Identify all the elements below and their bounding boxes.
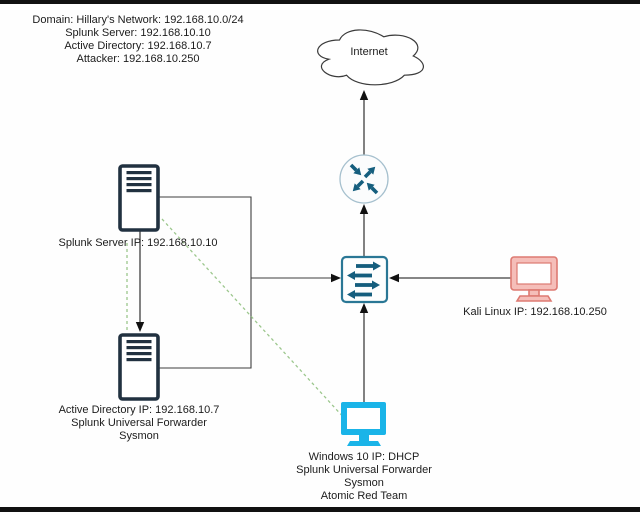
- top-border-bar: [0, 0, 640, 4]
- domain-info-line: Attacker: 192.168.10.250: [76, 53, 200, 65]
- windows-monitor-icon: [341, 402, 386, 446]
- link-elbow-servers-to-switch: [158, 196, 341, 369]
- ad-server-label: Active Directory IP: 192.168.10.7 Splunk…: [58, 404, 220, 442]
- switch-icon: [340, 255, 389, 304]
- internet-cloud-icon: [317, 29, 424, 86]
- kali-label: Kali Linux IP: 192.168.10.250: [463, 306, 607, 318]
- domain-info-line: Active Directory: 192.168.10.7: [64, 40, 212, 52]
- bottom-border-bar: [0, 507, 640, 512]
- link-splunk-to-ad: [135, 231, 145, 332]
- splunk-server-label: Splunk Server IP: 192.168.10.10: [58, 237, 218, 249]
- domain-info-line: Domain: Hillary's Network: 192.168.10.0/…: [32, 14, 244, 26]
- windows-label: Windows 10 IP: DHCP Splunk Universal For…: [296, 451, 432, 502]
- link-switch-to-router: [359, 204, 369, 256]
- link-kali-to-switch: [389, 273, 511, 283]
- ad-server-icon: [118, 333, 160, 401]
- internet-label: Internet: [350, 46, 388, 58]
- link-router-to-internet: [359, 90, 369, 155]
- domain-info-line: Splunk Server: 192.168.10.10: [65, 27, 211, 39]
- splunk-server-icon: [118, 164, 160, 232]
- kali-monitor-icon: [510, 256, 558, 302]
- router-icon: [339, 154, 389, 204]
- domain-info-block: Domain: Hillary's Network: 192.168.10.0/…: [18, 14, 258, 66]
- link-windows-to-switch: [359, 303, 369, 402]
